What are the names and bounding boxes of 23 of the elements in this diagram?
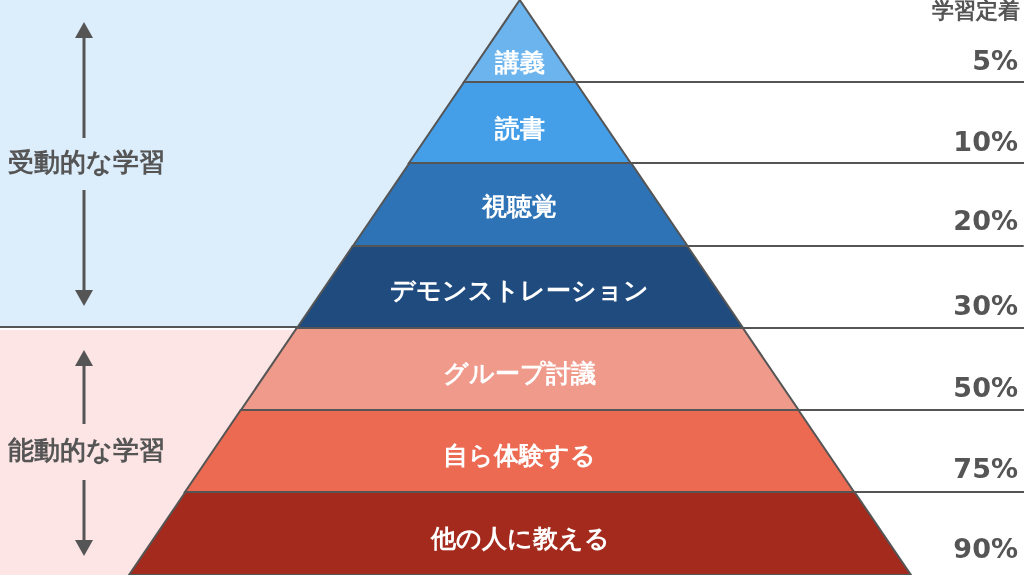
pyramid-level xyxy=(409,82,631,163)
level-label: 他の人に教える xyxy=(429,523,611,555)
level-label: 自ら体験する xyxy=(442,440,598,472)
band xyxy=(0,330,296,575)
percentage-label: 30% xyxy=(953,290,1018,321)
level-label: 講義 xyxy=(493,47,546,79)
pyramid-level xyxy=(185,410,855,492)
group-label: 受動的な学習 xyxy=(6,146,166,179)
group-label: 能動的な学習 xyxy=(6,434,166,467)
level-label: 読書 xyxy=(493,113,546,145)
level-label: グループ討議 xyxy=(442,358,598,390)
percentage-label: 75% xyxy=(953,453,1018,484)
level-label: 視聴覚 xyxy=(480,191,559,223)
level-label: デモンストレーション xyxy=(389,275,651,307)
pyramid-level xyxy=(241,328,799,410)
pyramid-level xyxy=(296,246,744,328)
percentage-label: 50% xyxy=(953,372,1018,403)
percentage-label: 20% xyxy=(953,205,1018,236)
pyramid-level xyxy=(129,492,911,575)
percentage-label: 10% xyxy=(953,126,1018,157)
percentage-label: 90% xyxy=(953,533,1018,564)
pyramid-level xyxy=(352,163,688,246)
percentage-label: 5% xyxy=(972,45,1018,76)
